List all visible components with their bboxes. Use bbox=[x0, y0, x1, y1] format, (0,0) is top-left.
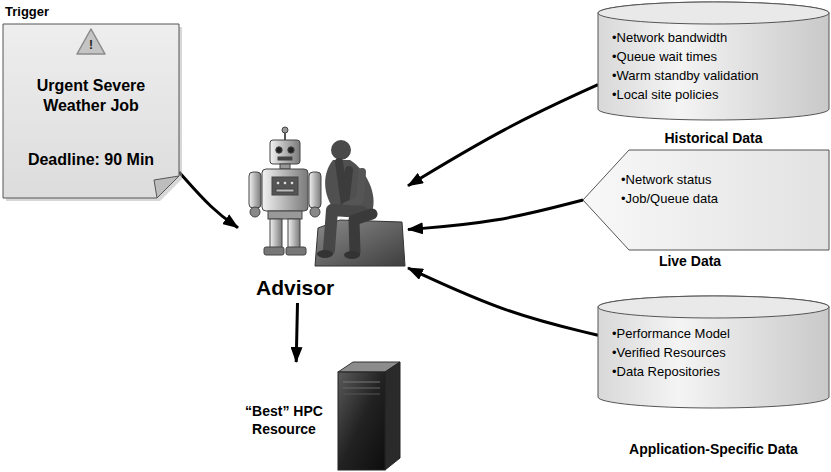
node-text: •Warm standby validation bbox=[612, 66, 819, 85]
live-data-arrow: •Network status•Job/Queue dataLive Data bbox=[583, 150, 829, 250]
node-text: •Performance Model bbox=[612, 324, 819, 343]
server-tower bbox=[338, 362, 400, 470]
node-text: Deadline: 90 Min bbox=[11, 150, 171, 170]
flow-arrow bbox=[296, 303, 297, 362]
node-body: “Best” HPC Resource bbox=[226, 362, 406, 438]
node-text: •Local site policies bbox=[612, 85, 819, 104]
node-heading: Live Data bbox=[615, 253, 765, 270]
flow-arrow bbox=[179, 172, 238, 228]
node-text: •Data Repositories bbox=[612, 362, 819, 381]
node-body: Urgent Severe Weather JobDeadline: 90 Mi… bbox=[3, 24, 179, 178]
node-text: •Network status bbox=[621, 170, 821, 189]
node-text: Urgent Severe Weather Job bbox=[11, 76, 171, 116]
node-heading: Application-Specific Data bbox=[598, 441, 829, 458]
data-cylinder: •Network bandwidth•Queue wait times•Warm… bbox=[598, 2, 829, 120]
node-heading: Trigger bbox=[5, 3, 49, 20]
thinker-statue bbox=[315, 140, 405, 266]
node-body: •Network status•Job/Queue data bbox=[583, 150, 829, 216]
node-body: Advisor bbox=[238, 128, 408, 300]
node-text: •Verified Resources bbox=[612, 343, 819, 362]
flow-arrow bbox=[408, 85, 598, 186]
node-heading: Historical Data bbox=[598, 130, 829, 147]
node-body: •Network bandwidth•Queue wait times•Warm… bbox=[598, 2, 829, 112]
flow-arrow bbox=[408, 200, 583, 230]
data-cylinder: •Performance Model•Verified Resources•Da… bbox=[598, 296, 829, 408]
trigger-note: Urgent Severe Weather JobDeadline: 90 Mi… bbox=[3, 24, 179, 198]
robot-figure bbox=[249, 127, 321, 255]
node-body: •Performance Model•Verified Resources•Da… bbox=[598, 296, 829, 389]
node-text: •Queue wait times bbox=[612, 47, 819, 66]
node-text: Advisor bbox=[256, 276, 400, 300]
hpc-resource-node: “Best” HPC Resource bbox=[226, 362, 406, 470]
advisor-node: Advisor bbox=[238, 128, 408, 303]
node-text: •Network bandwidth bbox=[612, 28, 819, 47]
flow-arrow bbox=[408, 268, 598, 335]
node-text: •Job/Queue data bbox=[621, 189, 821, 208]
node-text: “Best” HPC Resource bbox=[236, 402, 332, 438]
